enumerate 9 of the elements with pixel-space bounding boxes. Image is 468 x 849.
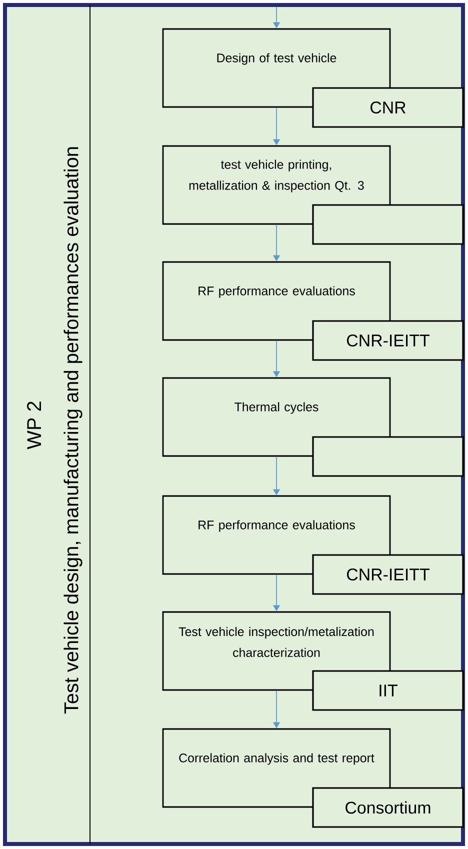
partner-box: CNR <box>312 87 464 128</box>
partner-box: Consortium <box>312 787 464 828</box>
partner-box <box>312 204 464 245</box>
partner-box: IIT <box>312 670 464 711</box>
band-title: Test vehicle design, manufacturing and performances evaluation <box>64 147 82 714</box>
partner-box <box>312 436 464 477</box>
partner-box: CNR-IEITT <box>312 554 464 595</box>
band-label: WP 2 <box>27 402 41 450</box>
partner-box: CNR-IEITT <box>312 320 464 361</box>
